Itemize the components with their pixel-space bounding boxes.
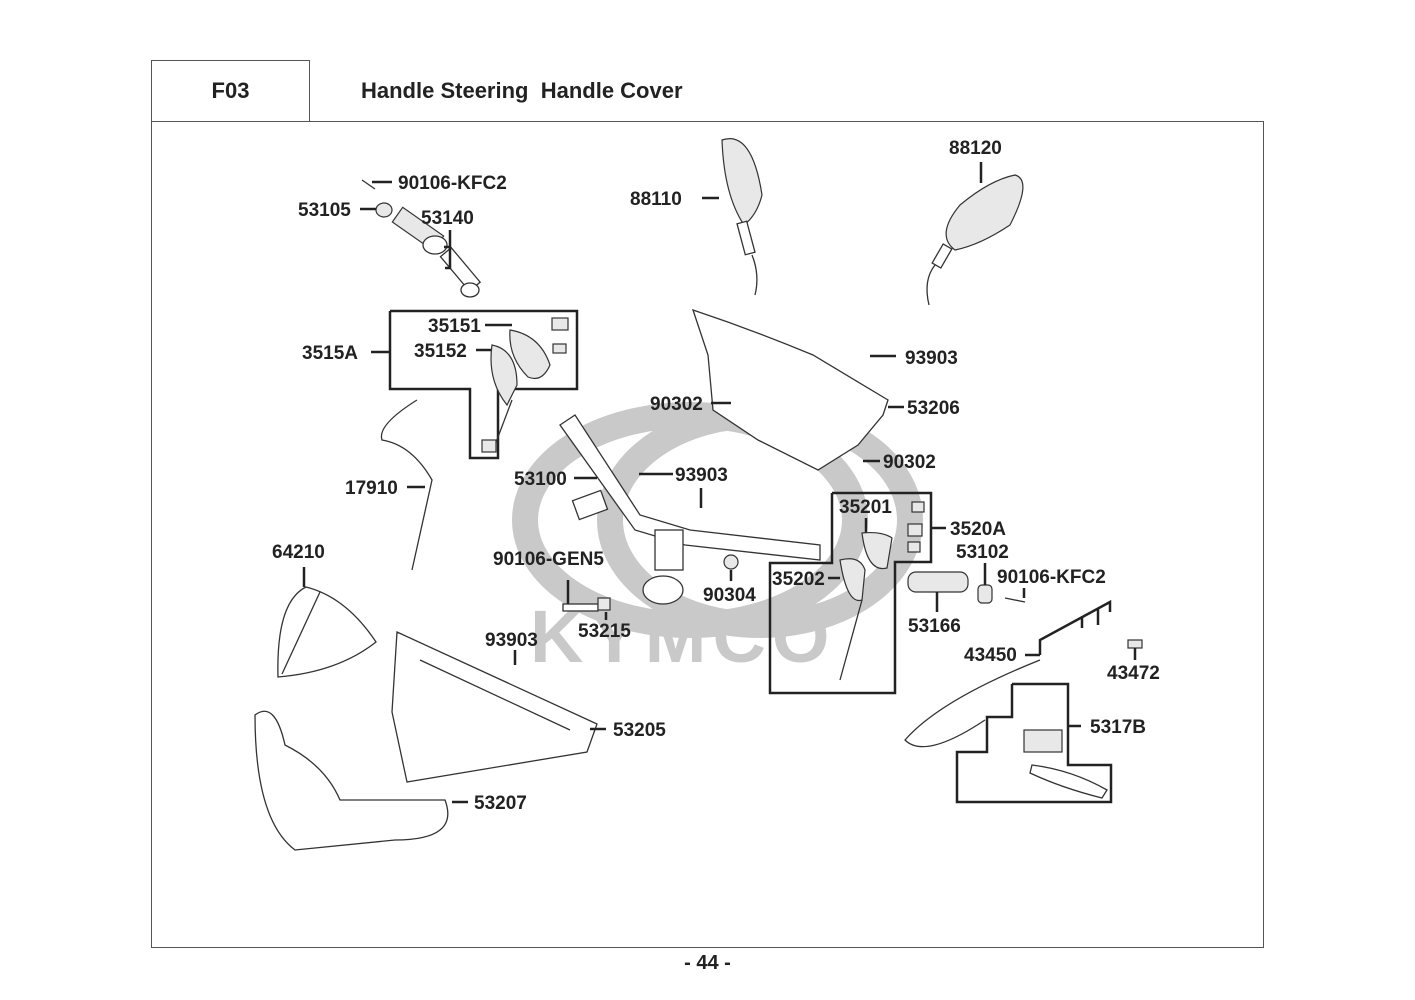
right-switch-housing — [839, 501, 925, 681]
part-label: 53105 — [298, 200, 351, 221]
part-label: 35151 — [428, 316, 481, 337]
part-label: 90302 — [650, 394, 703, 415]
part-label: 90304 — [703, 585, 756, 606]
page-title: Handle Steering Handle Cover — [361, 78, 683, 103]
part-label: 93903 — [485, 630, 538, 651]
part-label: 90106-KFC2 — [398, 173, 507, 194]
brake-lever — [1023, 729, 1108, 799]
left-switch-housing — [481, 317, 569, 453]
part-label: 5317B — [1090, 717, 1146, 738]
diagram-frame — [151, 121, 1264, 948]
section-code: F03 — [211, 78, 250, 103]
part-label: 53206 — [907, 398, 960, 419]
part-label: 35152 — [414, 341, 467, 362]
part-label: 88110 — [630, 189, 682, 210]
part-label: 3520A — [950, 519, 1006, 540]
part-label: 53140 — [421, 208, 474, 229]
part-label: 43450 — [964, 645, 1017, 666]
part-label: 17910 — [345, 478, 398, 499]
part-label: 53205 — [613, 720, 666, 741]
rear-handle-cover — [691, 308, 889, 471]
section-code-box — [151, 60, 310, 122]
part-label: 90302 — [883, 452, 936, 473]
part-label: 53100 — [514, 469, 567, 490]
part-label: 53166 — [908, 616, 961, 637]
right-grip — [907, 571, 969, 593]
part-label: 93903 — [675, 465, 728, 486]
part-label: 53102 — [956, 542, 1009, 563]
mirror-left — [721, 138, 763, 296]
front-handle-cover — [391, 631, 598, 783]
page-number: - 44 - — [684, 952, 731, 974]
part-label: 93903 — [905, 348, 958, 369]
part-label: 53215 — [578, 621, 631, 642]
left-grip-assembly — [361, 179, 482, 298]
part-label: 90106-GEN5 — [493, 549, 604, 570]
inner-handle-cover — [254, 710, 449, 851]
part-label: 88120 — [949, 138, 1002, 159]
mirror-right — [926, 174, 1024, 306]
part-label: 53207 — [474, 793, 527, 814]
handlebar — [559, 414, 821, 605]
part-label: 35202 — [772, 569, 825, 590]
part-label: 64210 — [272, 542, 325, 563]
part-label: 3515A — [302, 343, 358, 364]
part-label: 90106-KFC2 — [997, 567, 1106, 588]
part-labels: 90106-KFC2 53105 53140 35151 35152 3515A… — [272, 138, 1160, 814]
part-label: 35201 — [839, 497, 892, 518]
part-label: 43472 — [1107, 663, 1160, 684]
